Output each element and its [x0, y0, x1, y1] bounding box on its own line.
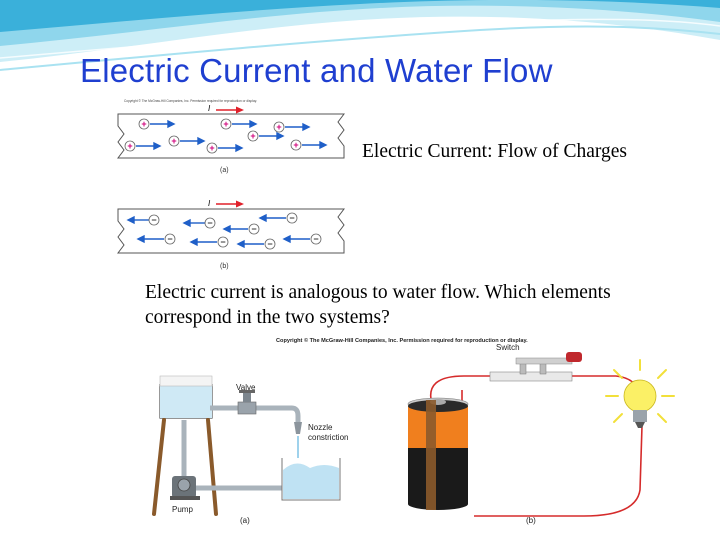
svg-text:+: + [209, 143, 214, 153]
minus-signs: − − − − − − − − [151, 213, 318, 249]
svg-text:+: + [293, 140, 298, 150]
svg-text:−: − [267, 239, 272, 249]
valve-icon [237, 390, 257, 415]
conductor-b [117, 208, 345, 254]
svg-text:+: + [141, 119, 146, 129]
slide-title: Electric Current and Water Flow [80, 52, 553, 89]
charge-flow-figure: Copyright © The McGraw-Hill Companies, I… [114, 96, 350, 272]
nozzle-icon [294, 422, 302, 458]
water-circuit-figure: Copyright © The McGraw-Hill Companies, I… [144, 330, 690, 528]
nozzle-label-line2: constriction [308, 433, 348, 442]
plus-signs: + + + + + + + + [127, 119, 298, 153]
light-bulb-icon [605, 359, 675, 428]
svg-text:−: − [313, 234, 318, 244]
header-waves [0, 0, 720, 71]
svg-text:−: − [207, 218, 212, 228]
negative-charges [126, 212, 322, 250]
panel-a-label-top: (a) [220, 167, 229, 174]
current-arrow-b: I [208, 199, 244, 208]
svg-text:−: − [220, 237, 225, 247]
water-basin [281, 458, 341, 501]
switch-label: Switch [496, 343, 520, 352]
body-text: Electric current is analogous to water f… [145, 282, 611, 328]
tank-stand [152, 418, 218, 516]
switch-icon [489, 352, 582, 382]
current-label-a: I [208, 104, 211, 113]
panel-b-label-bottom: (b) [526, 516, 536, 525]
valve-label: Valve [236, 383, 256, 392]
svg-text:+: + [250, 131, 255, 141]
figure-bottom-copyright: Copyright © The McGraw-Hill Companies, I… [276, 337, 528, 344]
battery-icon [407, 397, 469, 510]
nozzle-label-line1: Nozzle [308, 423, 333, 432]
figure-caption: Electric Current: Flow of Charges [362, 141, 627, 162]
svg-text:−: − [251, 224, 256, 234]
svg-text:+: + [223, 119, 228, 129]
panel-a-label-bottom: (a) [240, 516, 250, 525]
current-label-b: I [208, 199, 211, 208]
svg-text:−: − [289, 213, 294, 223]
positive-charges [124, 118, 328, 154]
water-tank [159, 375, 213, 419]
conductor-a [117, 113, 345, 159]
svg-text:+: + [276, 122, 281, 132]
pump-icon [170, 476, 200, 500]
svg-text:+: + [127, 141, 132, 151]
svg-text:−: − [167, 234, 172, 244]
figure-top-copyright: Copyright © The McGraw-Hill Companies, I… [124, 99, 257, 103]
panel-b-label-top: (b) [220, 263, 229, 270]
water-pipes [180, 405, 301, 491]
pump-label: Pump [172, 505, 193, 514]
svg-text:+: + [171, 136, 176, 146]
svg-text:−: − [151, 215, 156, 225]
current-arrow-a: I [208, 104, 244, 114]
